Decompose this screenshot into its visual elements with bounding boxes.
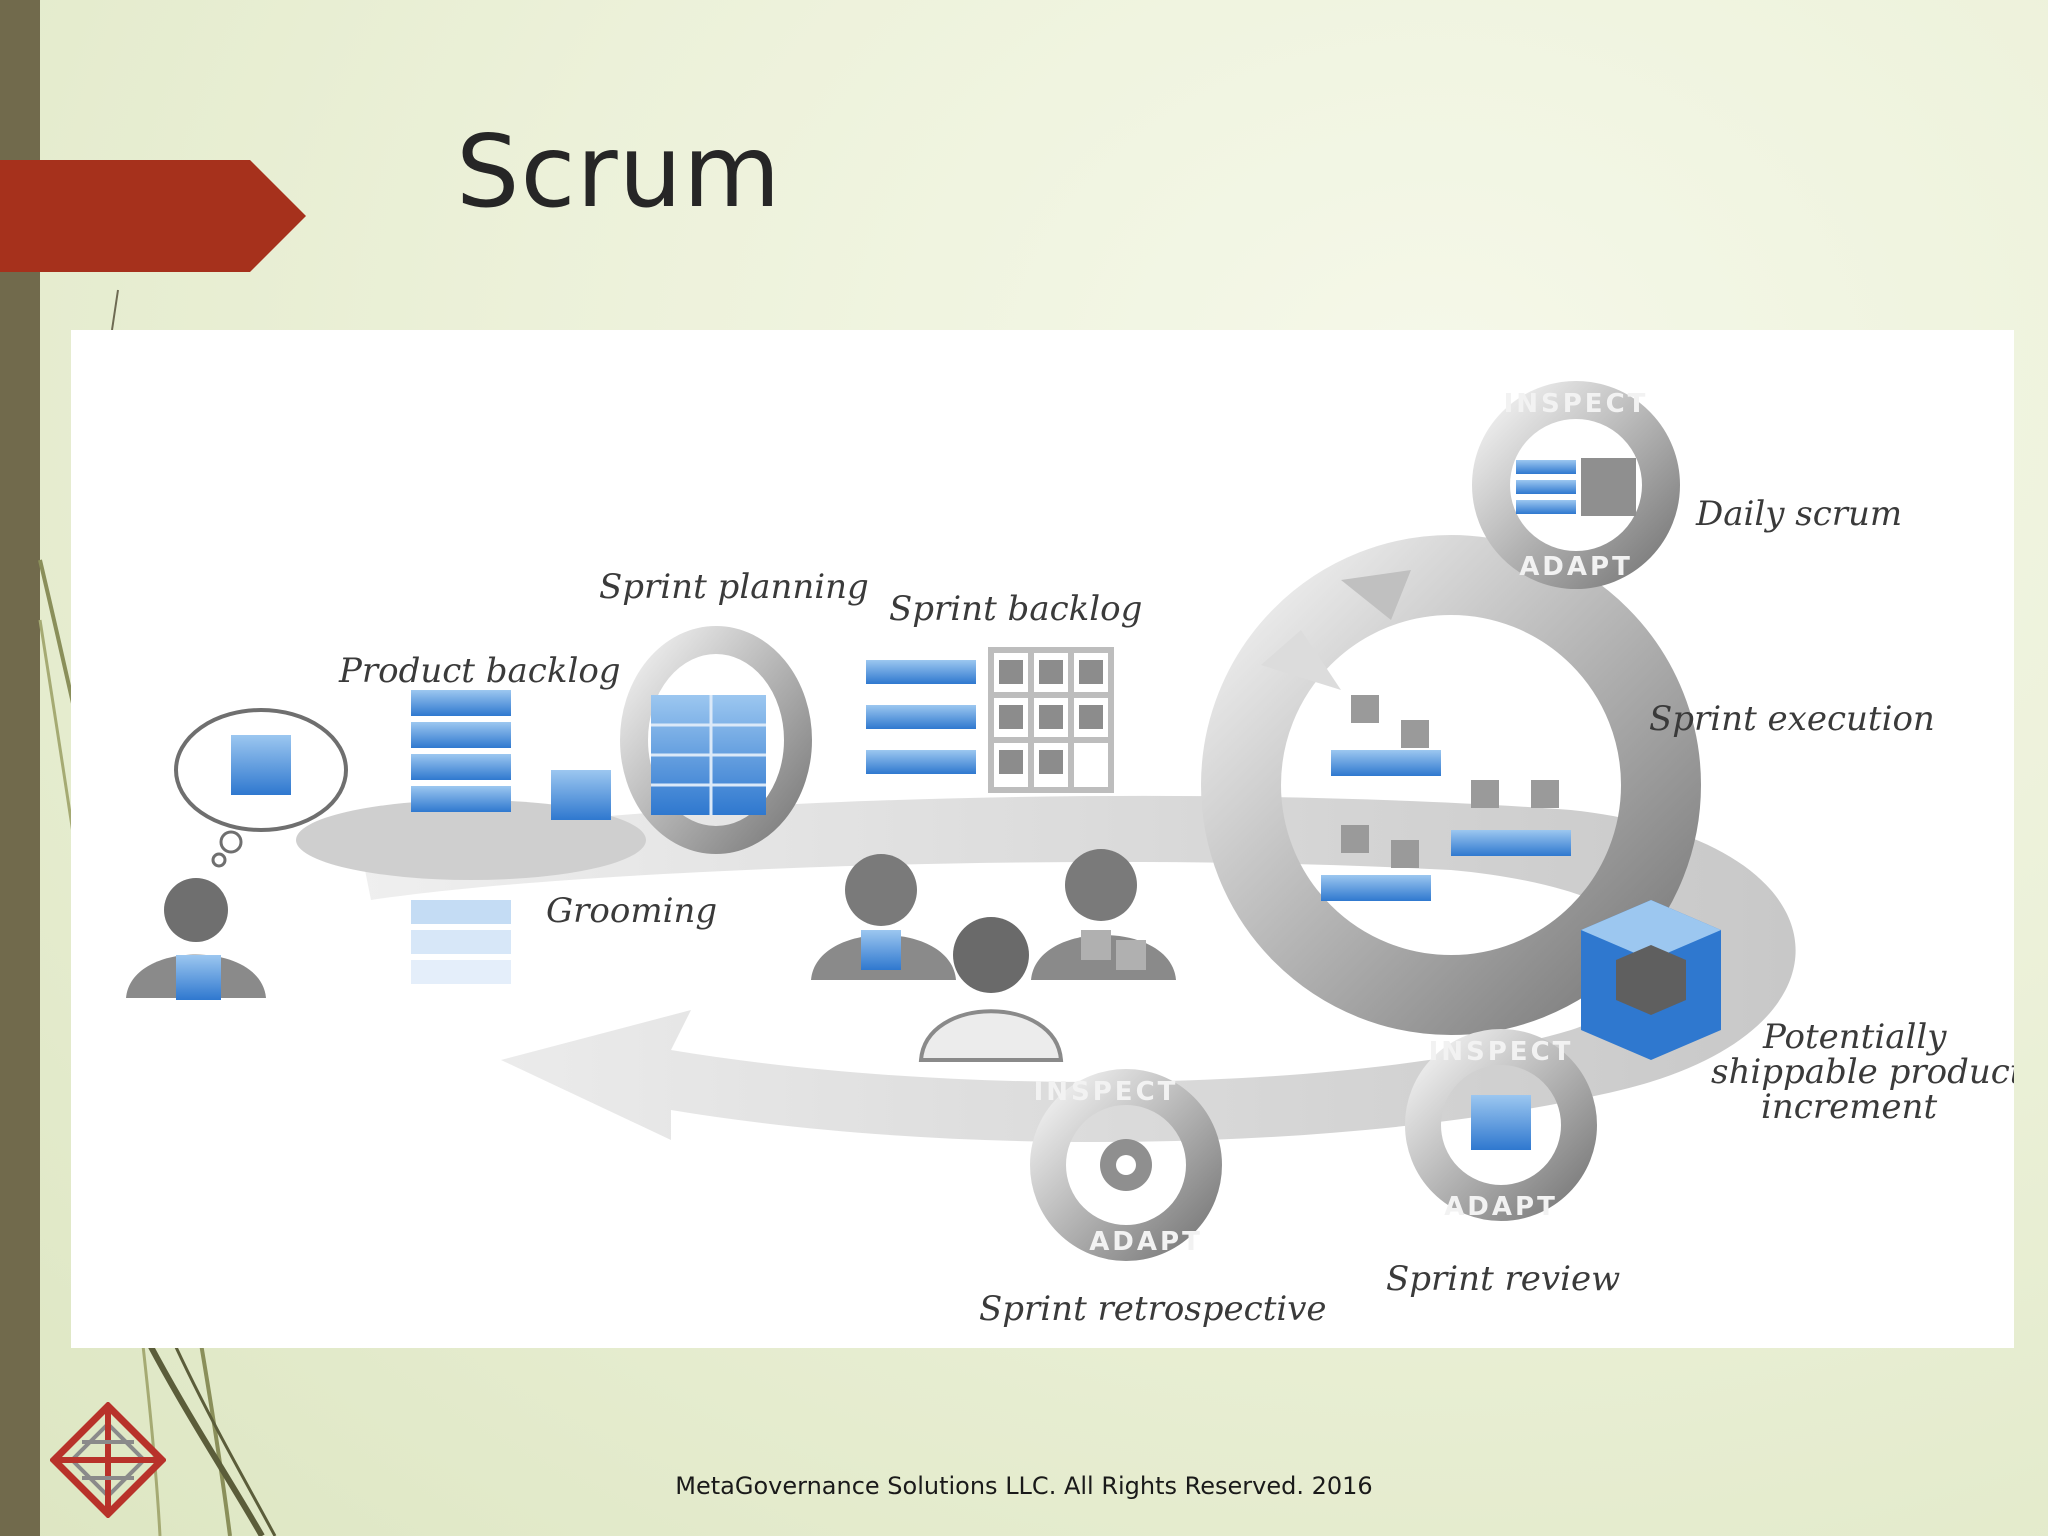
daily-scrum-inspect-text: INSPECT bbox=[1504, 389, 1649, 419]
sprint-execution-cycle bbox=[1201, 535, 1701, 1035]
sprint-review-cycle bbox=[1405, 1029, 1597, 1221]
sprint-backlog-grid bbox=[866, 647, 1114, 793]
sprint-planning-cycle bbox=[620, 626, 812, 854]
label-sprint-review: Sprint review bbox=[1386, 1259, 1620, 1299]
title-ribbon bbox=[0, 160, 306, 272]
scrum-diagram-panel: INSPECT ADAPT INSPECT ADAPT INSPECT ADAP… bbox=[71, 330, 2014, 1348]
label-sprint-planning: Sprint planning bbox=[599, 567, 869, 607]
product-owner-figure bbox=[126, 708, 348, 1000]
retro-inspect-text: INSPECT bbox=[1034, 1077, 1179, 1107]
label-sprint-execution: Sprint execution bbox=[1649, 699, 1935, 739]
label-potentially: Potentially bbox=[1762, 1017, 1947, 1057]
label-sprint-backlog: Sprint backlog bbox=[889, 589, 1142, 629]
scrum-team-figures bbox=[811, 849, 1176, 1062]
daily-scrum-adapt-text: ADAPT bbox=[1519, 552, 1633, 582]
label-grooming: Grooming bbox=[546, 891, 717, 931]
company-logo bbox=[50, 1402, 166, 1518]
label-daily-scrum: Daily scrum bbox=[1695, 494, 1902, 534]
review-inspect-text: INSPECT bbox=[1429, 1037, 1574, 1067]
sprint-retrospective-cycle bbox=[1030, 1069, 1222, 1261]
label-shippable-product: shippable product bbox=[1711, 1052, 2014, 1092]
scrum-diagram: INSPECT ADAPT INSPECT ADAPT INSPECT ADAP… bbox=[126, 381, 2014, 1329]
review-adapt-text: ADAPT bbox=[1444, 1192, 1558, 1222]
daily-scrum-cycle bbox=[1472, 381, 1680, 589]
label-increment: increment bbox=[1761, 1087, 1937, 1127]
product-backlog-stack bbox=[296, 690, 646, 984]
retro-adapt-text: ADAPT bbox=[1089, 1227, 1203, 1257]
label-product-backlog: Product backlog bbox=[338, 651, 621, 691]
slide-title: Scrum bbox=[456, 113, 782, 230]
product-increment-cube bbox=[1581, 900, 1721, 1060]
execution-team-nodes bbox=[1321, 695, 1571, 901]
footer-copyright: MetaGovernance Solutions LLC. All Rights… bbox=[675, 1472, 1373, 1500]
label-sprint-retrospective: Sprint retrospective bbox=[979, 1289, 1327, 1329]
